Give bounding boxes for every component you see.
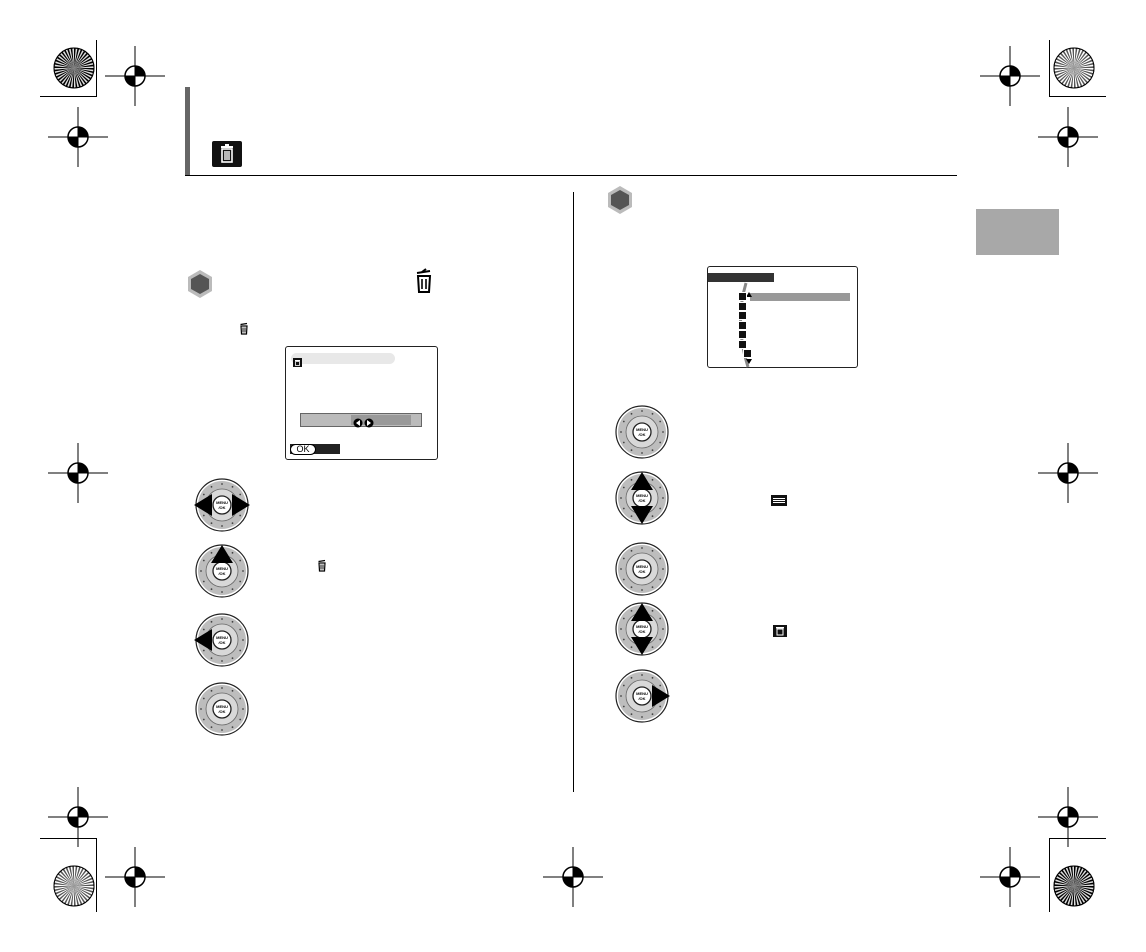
trim-line bbox=[96, 838, 97, 912]
ok-label: OK bbox=[290, 444, 316, 455]
trim-line bbox=[40, 96, 97, 97]
registration-burst-icon bbox=[52, 864, 96, 908]
header-rule bbox=[185, 175, 957, 176]
right-arrow-icon bbox=[364, 415, 374, 433]
crosshair-mark-icon bbox=[980, 46, 1040, 106]
svg-text:MENU: MENU bbox=[216, 704, 228, 709]
crosshair-mark-icon bbox=[105, 847, 165, 907]
trash-icon bbox=[738, 292, 747, 301]
trim-line bbox=[1049, 40, 1050, 97]
svg-text:/OK: /OK bbox=[638, 432, 645, 437]
registration-burst-icon bbox=[1052, 864, 1096, 908]
svg-text:/OK: /OK bbox=[218, 709, 225, 714]
left-arrow-icon bbox=[353, 415, 363, 433]
side-tab bbox=[976, 209, 1059, 255]
svg-text:MENU: MENU bbox=[636, 691, 648, 696]
crosshair-mark-icon bbox=[1038, 787, 1098, 847]
registration-burst-icon bbox=[1052, 46, 1096, 90]
inline-trash-icon-2 bbox=[317, 559, 327, 577]
dpad-up-icon: MENU /OK bbox=[189, 539, 255, 608]
dpad-left-icon: MENU /OK bbox=[189, 608, 255, 677]
step-trash-icon bbox=[414, 268, 434, 299]
trim-line bbox=[1049, 838, 1050, 912]
setup-icon bbox=[738, 330, 747, 339]
screen-trash-icon bbox=[293, 354, 302, 372]
svg-text:/OK: /OK bbox=[638, 696, 645, 701]
dpad-center-icon: MENU /OK bbox=[609, 537, 675, 606]
crosshair-mark-icon bbox=[48, 107, 108, 167]
selector-bar bbox=[300, 413, 422, 428]
inline-trash-icon-3 bbox=[773, 624, 787, 642]
menu-highlight bbox=[750, 293, 850, 301]
svg-text:MENU: MENU bbox=[636, 564, 648, 569]
dpad-center-icon: MENU /OK bbox=[189, 677, 255, 746]
header-trash-icon bbox=[212, 141, 242, 167]
dpad-left-right-icon: MENU /OK bbox=[189, 473, 255, 542]
svg-text:/OK: /OK bbox=[218, 571, 225, 576]
dpad-up-down-icon: MENU /OK bbox=[609, 597, 675, 666]
svg-text:/OK: /OK bbox=[638, 569, 645, 574]
trim-line bbox=[96, 40, 97, 97]
svg-text:MENU: MENU bbox=[636, 493, 648, 498]
print-order-icon bbox=[738, 320, 747, 330]
dpad-center-icon: MENU /OK bbox=[609, 400, 675, 469]
crosshair-mark-icon bbox=[543, 847, 603, 907]
crosshair-mark-icon bbox=[1038, 107, 1098, 167]
playback-menu-screen bbox=[707, 266, 858, 368]
menu-title-bar bbox=[708, 273, 774, 282]
scroll-down-icon bbox=[746, 351, 752, 369]
svg-text:MENU: MENU bbox=[636, 624, 648, 629]
header-left-bar bbox=[185, 87, 190, 175]
trim-line bbox=[1049, 838, 1106, 839]
scroll-up-icon bbox=[746, 284, 752, 302]
hdmi-icon bbox=[738, 339, 747, 349]
crosshair-mark-icon bbox=[980, 847, 1040, 907]
screen-title-bar bbox=[291, 353, 395, 364]
dpad-up-down-icon: MENU /OK bbox=[609, 466, 675, 535]
crosshair-mark-icon bbox=[48, 443, 108, 503]
crosshair-mark-icon bbox=[48, 787, 108, 847]
inline-menu-icon bbox=[771, 493, 787, 511]
crosshair-mark-icon bbox=[1038, 443, 1098, 503]
settings-gear-icon bbox=[743, 349, 752, 358]
image-rotate-icon bbox=[738, 311, 747, 320]
registration-burst-icon bbox=[52, 46, 96, 90]
erase-screen: OK bbox=[285, 346, 438, 460]
svg-text:MENU: MENU bbox=[636, 427, 648, 432]
svg-text:/OK: /OK bbox=[638, 629, 645, 634]
svg-text:MENU: MENU bbox=[216, 566, 228, 571]
svg-text:/OK: /OK bbox=[638, 498, 645, 503]
crosshair-mark-icon bbox=[105, 46, 165, 106]
svg-text:/OK: /OK bbox=[218, 640, 225, 645]
svg-text:MENU: MENU bbox=[216, 500, 228, 505]
inline-trash-icon bbox=[239, 322, 249, 340]
column-divider bbox=[573, 192, 574, 792]
trim-line bbox=[40, 838, 97, 839]
svg-text:/OK: /OK bbox=[218, 505, 225, 510]
dpad-right-icon: MENU /OK bbox=[609, 664, 675, 733]
protect-icon bbox=[738, 301, 747, 311]
trim-line bbox=[1049, 96, 1106, 97]
step-hexagon-right bbox=[605, 185, 635, 220]
svg-text:MENU: MENU bbox=[216, 635, 228, 640]
step-hexagon bbox=[185, 269, 215, 304]
